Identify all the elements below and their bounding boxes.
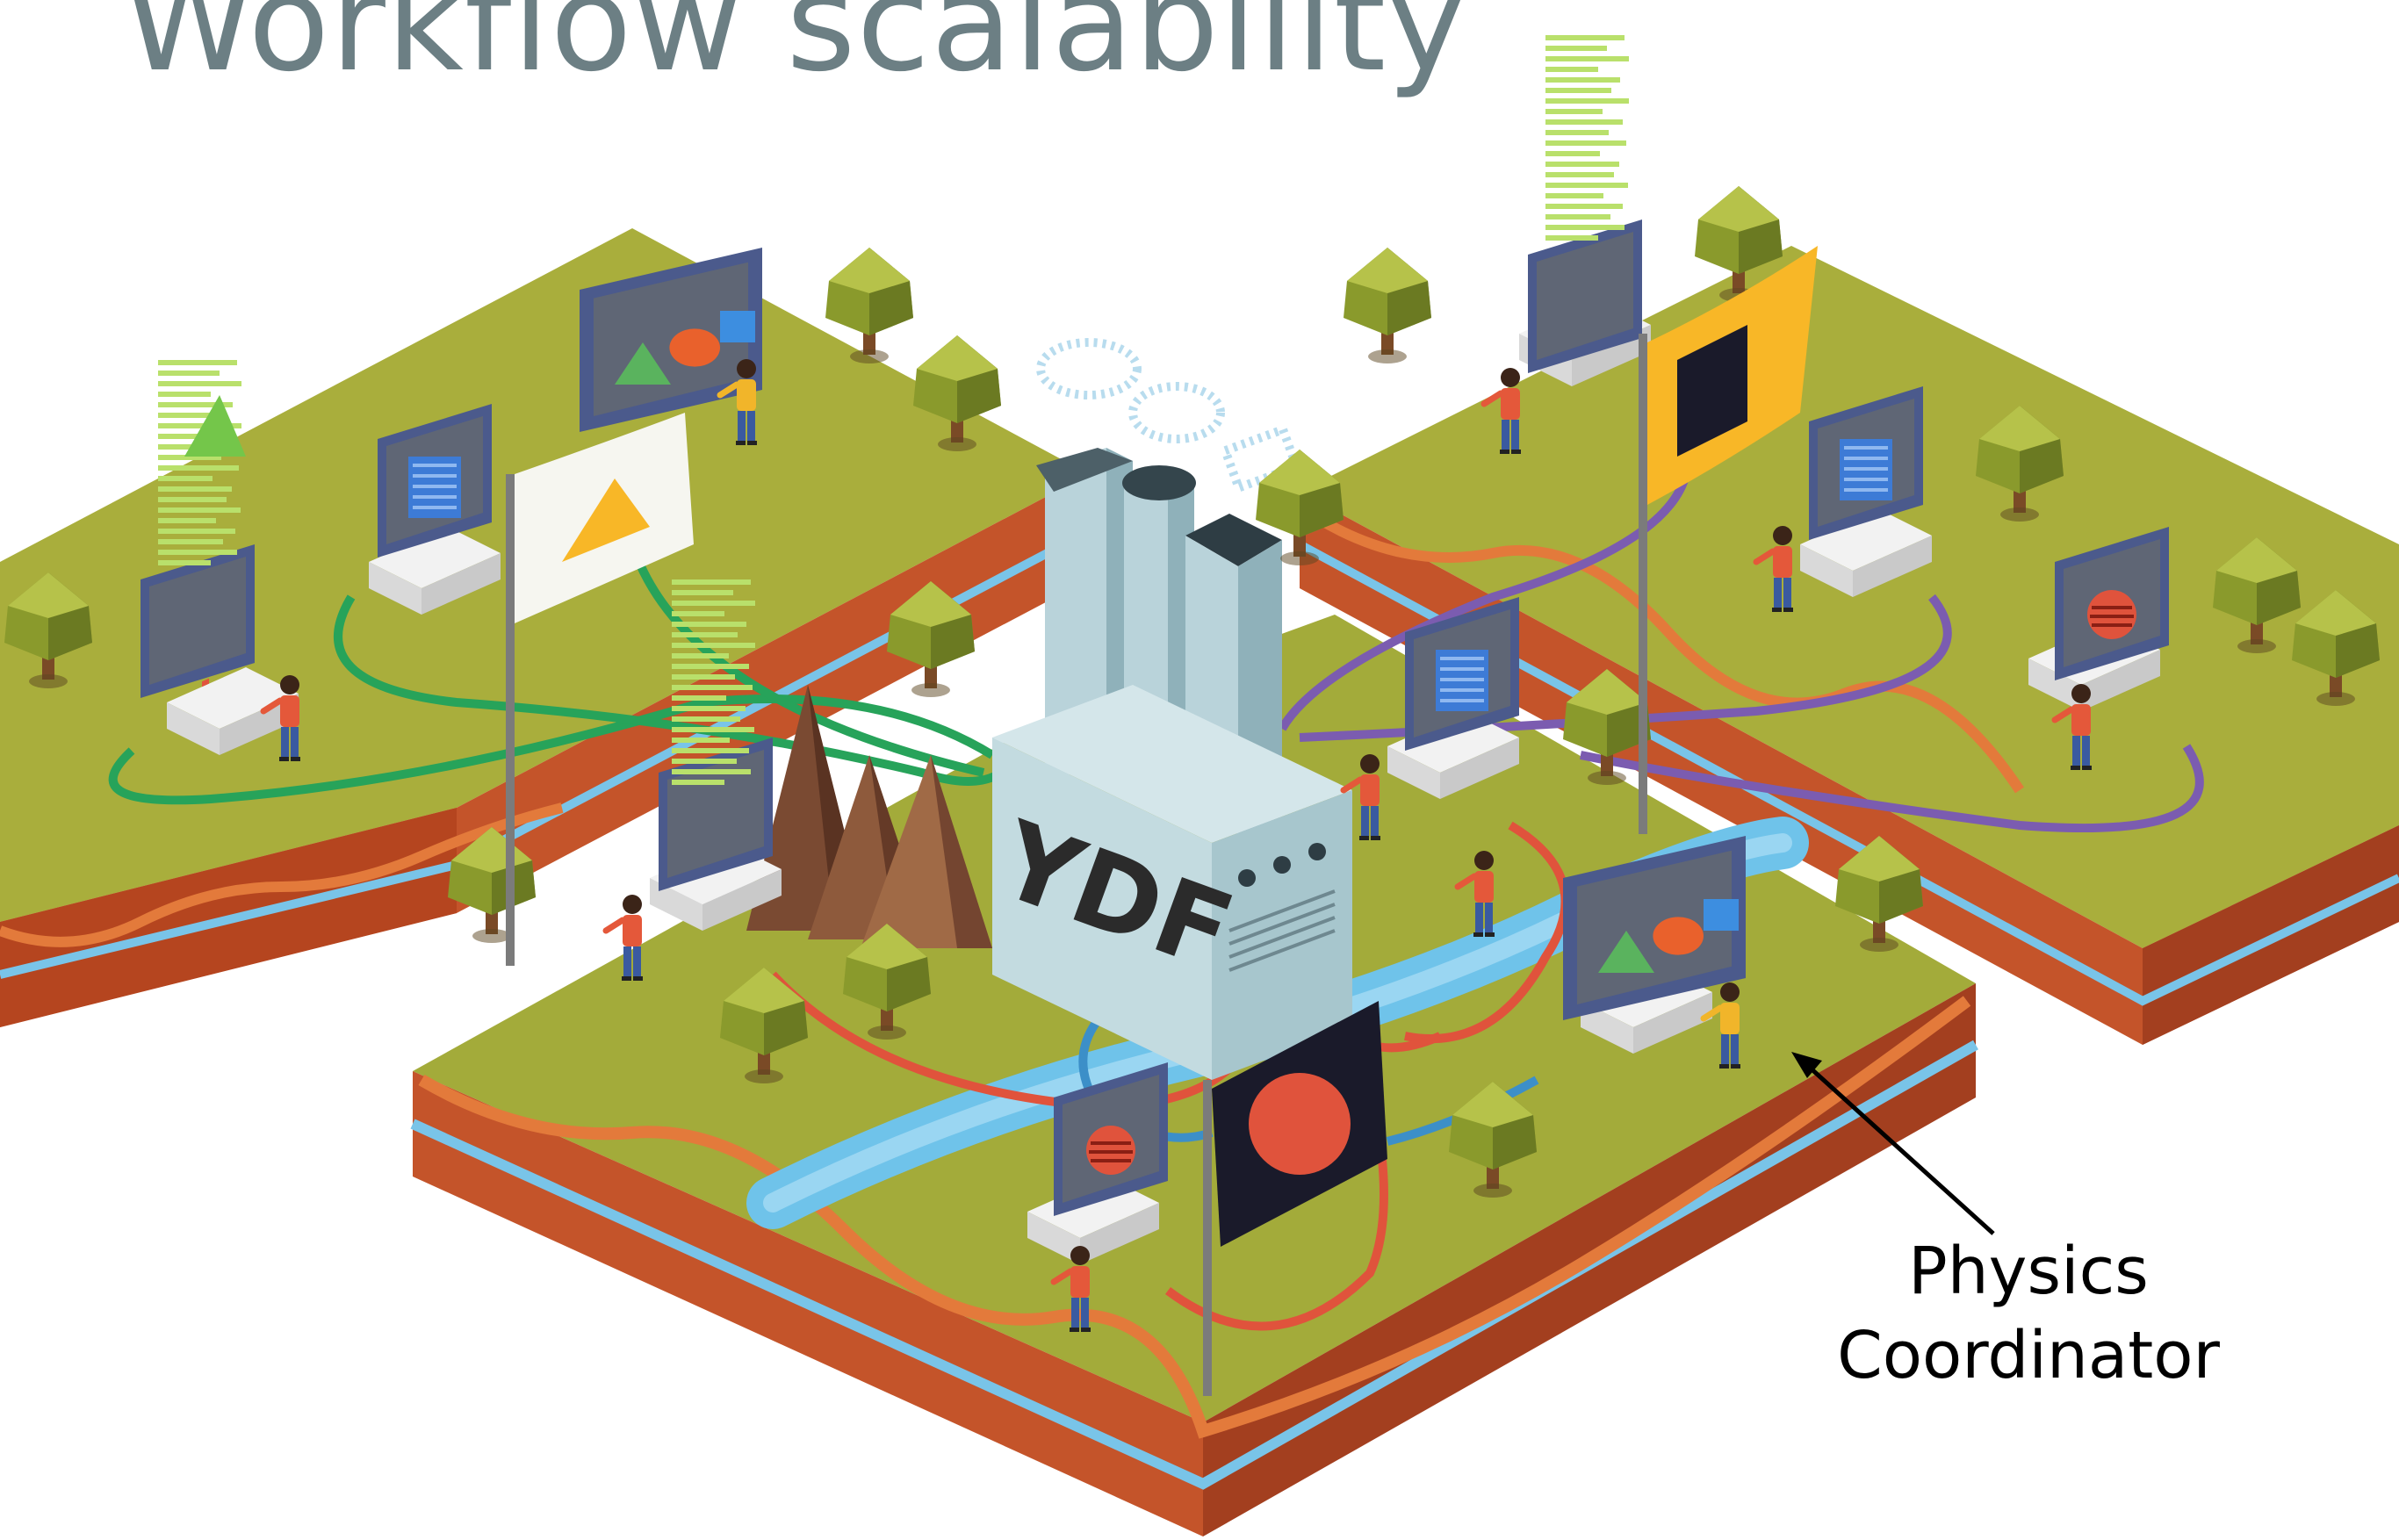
workstation-left-1 — [140, 360, 300, 761]
flag-icon-yellow — [1639, 246, 1818, 834]
flag-icon-dark — [1203, 1001, 1387, 1396]
physics-coordinator-label: Physics Coordinator — [1826, 1229, 2230, 1398]
callout-line-2: Coordinator — [1837, 1318, 2220, 1393]
factory-icon: YDF — [983, 338, 1352, 1080]
green-cables — [108, 543, 1004, 805]
workstation-right-far — [2028, 527, 2169, 770]
workstation-front — [1027, 1062, 1168, 1332]
slide-title: Workflow scalability — [123, 0, 1467, 101]
workstation-left-2 — [369, 404, 501, 615]
workstation-front-right — [1563, 836, 1746, 1069]
workstation-top-1 — [580, 248, 762, 445]
arrow-icon — [1791, 1052, 1995, 1235]
flag-icon-white — [506, 413, 694, 966]
callout-line-1: Physics — [1908, 1234, 2149, 1309]
right-platform — [1297, 246, 2399, 1045]
workstation-right-mid — [1756, 386, 1932, 612]
workstation-center — [1344, 597, 1519, 937]
